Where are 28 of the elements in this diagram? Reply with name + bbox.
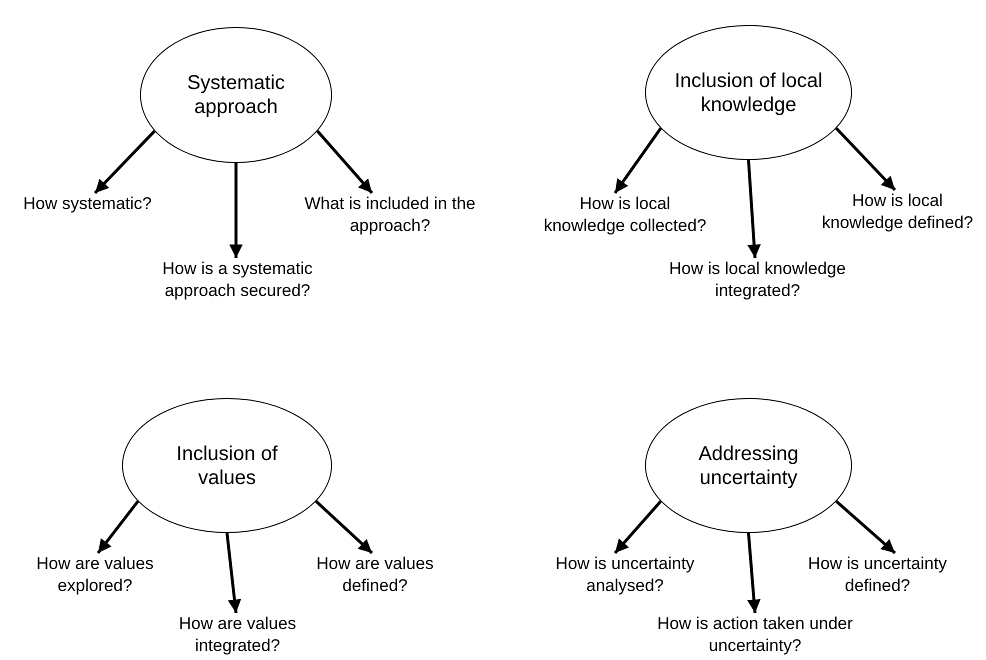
topic-ellipse: Addressing uncertainty xyxy=(645,398,852,533)
arrow xyxy=(835,127,896,192)
question-text: How is uncertainty defined? xyxy=(805,553,950,598)
question-text: How is action taken under uncertainty? xyxy=(655,613,855,658)
arrow xyxy=(835,500,896,554)
arrow xyxy=(614,127,662,194)
arrow xyxy=(96,500,140,554)
question-text: How is local knowledge collected? xyxy=(540,193,710,238)
arrow xyxy=(316,130,374,194)
question-text: How is a systematic approach secured? xyxy=(135,258,340,302)
question-text: How systematic? xyxy=(5,193,170,216)
topic-ellipse: Systematic approach xyxy=(140,27,332,163)
question-text: How is uncertainty analysed? xyxy=(540,553,710,598)
arrow xyxy=(94,130,156,194)
topic-ellipse: Inclusion of values xyxy=(122,398,332,533)
topic-ellipse: Inclusion of local knowledge xyxy=(645,25,852,160)
arrow xyxy=(315,500,374,554)
arrow xyxy=(747,532,761,614)
question-text: How are values defined? xyxy=(300,553,450,598)
question-text: How is local knowledge integrated? xyxy=(640,258,875,302)
arrow xyxy=(747,160,761,258)
arrow xyxy=(614,500,662,554)
question-text: What is included in the approach? xyxy=(300,193,480,238)
question-text: How are values integrated? xyxy=(160,613,315,658)
question-text: How are values explored? xyxy=(20,553,170,598)
arrow xyxy=(229,163,243,258)
arrow xyxy=(226,532,242,614)
question-text: How is local knowledge defined? xyxy=(810,190,985,234)
